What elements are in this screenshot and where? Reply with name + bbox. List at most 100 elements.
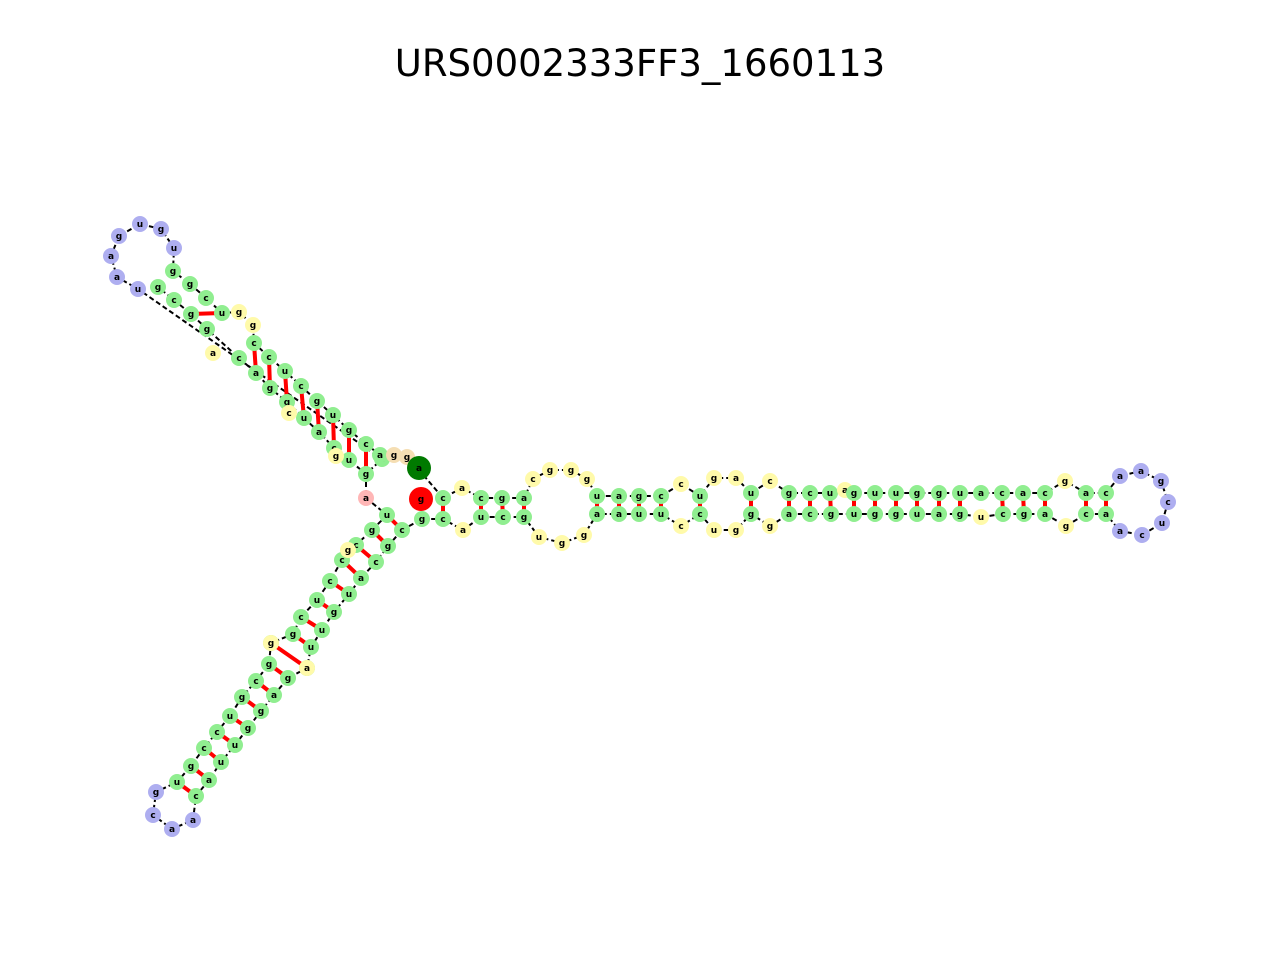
nucleotide-letter: u: [872, 489, 878, 499]
nucleotide-letter: a: [271, 691, 277, 701]
nucleotide-circle: [148, 784, 164, 800]
nucleotide-letter: c: [363, 440, 368, 450]
nucleotide: u: [379, 507, 395, 523]
nucleotide-letter: u: [319, 626, 325, 636]
nucleotide-letter: c: [1165, 498, 1170, 508]
nucleotide-circle: [888, 506, 904, 522]
nucleotide: a: [205, 345, 221, 361]
nucleotide-circle: [762, 518, 778, 534]
nucleotide: c: [1078, 506, 1094, 522]
nucleotide: c: [394, 522, 410, 538]
nucleotide: u: [846, 506, 862, 522]
nucleotide-circle: [653, 488, 669, 504]
nucleotide-letter: u: [697, 492, 703, 502]
nucleotide: g: [1057, 473, 1073, 489]
nucleotide-letter: u: [219, 309, 225, 319]
nucleotide: a: [728, 470, 744, 486]
nucleotide-circle: [293, 609, 309, 625]
nucleotide-letter: u: [827, 489, 833, 499]
nucleotide: a: [266, 687, 282, 703]
nucleotide-circle: [909, 506, 925, 522]
nucleotide: u: [1154, 515, 1170, 531]
nucleotide-letter: g: [363, 470, 369, 480]
nucleotide-circle: [199, 321, 215, 337]
nucleotide-circle: [213, 754, 229, 770]
nucleotide-letter: g: [936, 489, 942, 499]
nucleotide: g: [380, 538, 396, 554]
nucleotide-letter: g: [957, 510, 963, 520]
nucleotide-letter: c: [999, 489, 1004, 499]
nucleotide-letter: c: [171, 296, 176, 306]
nucleotide-letter: u: [174, 778, 180, 788]
nucleotide-circle: [1078, 506, 1094, 522]
3-prime-end-letter: g: [418, 495, 424, 505]
nucleotide: u: [743, 485, 759, 501]
nucleotide: c: [188, 788, 204, 804]
nucleotide-letter: c: [678, 480, 683, 490]
nucleotide-letter: c: [1103, 489, 1108, 499]
nucleotide-circle: [888, 485, 904, 501]
nucleotide-circle: [673, 518, 689, 534]
nucleotide: g: [867, 506, 883, 522]
nucleotide: u: [325, 407, 341, 423]
nucleotide: g: [326, 604, 342, 620]
nucleotide-letter: a: [316, 428, 322, 438]
nucleotide-circle: [253, 703, 269, 719]
nucleotide-letter: u: [851, 510, 857, 520]
nucleotide-letter: u: [478, 513, 484, 523]
nucleotide-circle: [164, 821, 180, 837]
nucleotide: c: [293, 609, 309, 625]
nucleotide-letter: u: [594, 492, 600, 502]
nucleotide-letter: u: [711, 526, 717, 536]
nucleotide-circle: [576, 527, 592, 543]
nucleotide-letter: c: [697, 510, 702, 520]
nucleotide-letter: u: [314, 596, 320, 606]
nucleotide-letter: u: [978, 513, 984, 523]
nucleotide-letter: g: [872, 510, 878, 520]
nucleotide: a: [1112, 468, 1128, 484]
nucleotide-circle: [931, 485, 947, 501]
nucleotide-circle: [454, 480, 470, 496]
nucleotide-letter: a: [594, 510, 600, 520]
nucleotide: g: [631, 488, 647, 504]
nucleotide-circle: [309, 592, 325, 608]
nucleotide: g: [240, 720, 256, 736]
nucleotide: g: [111, 228, 127, 244]
nucleotide: u: [973, 509, 989, 525]
nucleotide-circle: [706, 470, 722, 486]
nucleotide-circle: [209, 724, 225, 740]
nucleotide-circle: [931, 506, 947, 522]
nucleotide: c: [762, 473, 778, 489]
nucleotide-circle: [1098, 485, 1114, 501]
nucleotide: a: [1112, 523, 1128, 539]
nucleotide-letter: g: [828, 510, 834, 520]
nucleotide-letter: g: [239, 693, 245, 703]
nucleotide: g: [563, 462, 579, 478]
nucleotide-letter: a: [1138, 467, 1144, 477]
nucleotide: a: [1133, 463, 1149, 479]
nucleotide: a: [1098, 506, 1114, 522]
nucleotide: c: [198, 290, 214, 306]
nucleotide-circle: [1154, 515, 1170, 531]
nucleotide-letter: g: [1021, 510, 1027, 520]
nucleotide-letter: u: [308, 643, 314, 653]
nucleotide-circle: [1112, 468, 1128, 484]
nucleotide: u: [132, 216, 148, 232]
nucleotide-circle: [1058, 518, 1074, 534]
nucleotide-letter: g: [345, 546, 351, 556]
nucleotide-circle: [692, 506, 708, 522]
nucleotide-circle: [1160, 494, 1176, 510]
nucleotide-circle: [1133, 463, 1149, 479]
nucleotide: u: [213, 754, 229, 770]
nucleotide-circle: [182, 276, 198, 292]
nucleotide-letter: u: [171, 244, 177, 254]
nucleotide: g: [952, 506, 968, 522]
nucleotide-letter: u: [227, 712, 233, 722]
nucleotide-letter: c: [1139, 531, 1144, 541]
nucleotide: a: [1015, 485, 1031, 501]
nucleotide: g: [263, 635, 279, 651]
nucleotide-circle: [414, 511, 430, 527]
nucleotide-circle: [653, 506, 669, 522]
nucleotide-letter: g: [1063, 522, 1069, 532]
nucleotide: c: [293, 378, 309, 394]
